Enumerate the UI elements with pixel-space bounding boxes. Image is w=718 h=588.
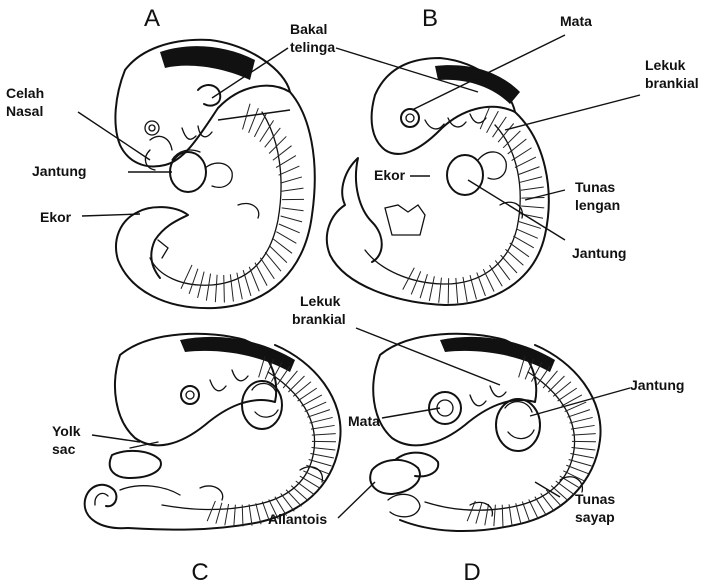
somite-tick bbox=[207, 501, 215, 521]
somite-tick bbox=[273, 239, 292, 253]
panel-letter-c: C bbox=[191, 559, 208, 586]
somite-tick bbox=[230, 274, 233, 301]
somite-tick bbox=[456, 278, 458, 303]
somite-tick bbox=[420, 274, 427, 298]
somite-tick bbox=[513, 236, 533, 248]
somite-tick bbox=[487, 111, 499, 133]
somite-tick bbox=[249, 504, 252, 525]
somite-tick bbox=[206, 274, 210, 301]
label-jantung-a: Jantung bbox=[32, 163, 86, 179]
somite-tick bbox=[310, 454, 333, 459]
somite-tick bbox=[282, 208, 304, 211]
somite-tick bbox=[520, 177, 543, 183]
somite-tick bbox=[181, 265, 192, 289]
somite-tick bbox=[490, 265, 503, 286]
somite-tick bbox=[225, 504, 229, 525]
label-ekor-b: Ekor bbox=[374, 167, 406, 183]
somite-tick bbox=[494, 505, 496, 527]
somite-tick bbox=[439, 278, 442, 303]
somite-tick bbox=[216, 503, 222, 524]
somite-tick bbox=[276, 232, 296, 244]
somite-tick bbox=[403, 268, 415, 290]
somite-tick bbox=[518, 167, 540, 175]
label-lekuk-brankial-b-line2: brankial bbox=[645, 75, 699, 91]
somite-tick bbox=[485, 504, 489, 525]
somite-tick bbox=[309, 417, 332, 423]
label-tunas-sayap-line1: Tunas bbox=[575, 491, 615, 507]
somite-tick bbox=[305, 402, 327, 411]
somite-tick bbox=[516, 229, 537, 238]
somite-tick bbox=[215, 275, 217, 302]
somite-tick bbox=[429, 276, 434, 301]
somite-tick bbox=[476, 503, 482, 524]
somite-tick bbox=[254, 114, 266, 137]
somite-tick bbox=[255, 263, 267, 286]
somite-tick bbox=[569, 417, 592, 423]
somite-tick bbox=[521, 187, 544, 190]
somite-tick bbox=[512, 148, 532, 161]
somite-tick bbox=[566, 465, 588, 473]
embryo-b bbox=[327, 58, 549, 305]
somite-tick bbox=[521, 206, 544, 208]
somite-tick bbox=[256, 503, 261, 524]
somite-tick bbox=[282, 188, 304, 191]
label-lekuk-brankial-c-line1: Lekuk bbox=[300, 293, 341, 309]
somite-tick bbox=[569, 459, 592, 465]
somite-tick bbox=[280, 177, 301, 183]
somite-tick bbox=[242, 505, 243, 527]
somite-tick bbox=[311, 425, 335, 429]
label-tunas-lengan-line2: lengan bbox=[575, 197, 620, 213]
somite-tick bbox=[249, 108, 259, 133]
somite-tick bbox=[281, 216, 302, 222]
somite-tick bbox=[224, 275, 225, 302]
label-celah-nasal-line2: Nasal bbox=[6, 103, 43, 119]
label-yolk-sac-line1: Yolk bbox=[52, 423, 81, 439]
labels: A B C D Celah Nasal Bakal telinga Jantun… bbox=[6, 5, 699, 586]
panel-letter-d: D bbox=[463, 559, 480, 586]
somite-tick bbox=[567, 410, 589, 418]
label-tunas-lengan-line1: Tunas bbox=[575, 179, 615, 195]
label-mata-b: Mata bbox=[560, 13, 592, 29]
somite-tick bbox=[572, 434, 596, 436]
somite-tick bbox=[529, 499, 539, 519]
label-jantung-b: Jantung bbox=[572, 245, 626, 261]
embryo-a bbox=[115, 40, 314, 308]
somite-tick bbox=[309, 459, 332, 465]
label-lekuk-brankial-b-line1: Lekuk bbox=[645, 57, 686, 73]
somite-tick bbox=[522, 502, 529, 523]
label-bakal-telinga-line2: telinga bbox=[290, 39, 335, 55]
panel-letter-a: A bbox=[144, 5, 160, 32]
embryo-d bbox=[370, 334, 600, 531]
label-jantung-d: Jantung bbox=[630, 377, 684, 393]
somite-tick bbox=[571, 425, 595, 429]
label-celah-nasal-line1: Celah bbox=[6, 85, 44, 101]
somite-tick bbox=[307, 410, 329, 418]
somite-tick bbox=[570, 454, 593, 459]
panel-letter-b: B bbox=[422, 5, 438, 32]
somite-tick bbox=[279, 166, 300, 175]
somite-tick bbox=[515, 157, 536, 168]
embryo-c bbox=[85, 334, 341, 530]
somite-tick bbox=[572, 447, 596, 449]
somite-tick bbox=[411, 271, 420, 294]
label-mata-d: Mata bbox=[348, 413, 380, 429]
somite-tick bbox=[189, 269, 198, 294]
somite-tick bbox=[279, 224, 300, 233]
somite-tick bbox=[312, 447, 336, 449]
somite-tick bbox=[249, 267, 259, 292]
somite-tick bbox=[480, 106, 490, 129]
label-tunas-sayap-line2: sayap bbox=[575, 509, 615, 525]
label-lekuk-brankial-c-line2: brankial bbox=[292, 311, 346, 327]
somite-tick bbox=[312, 434, 336, 436]
somite-tick bbox=[463, 277, 467, 302]
label-yolk-sac-line2: sac bbox=[52, 441, 76, 457]
label-allantois: Allantois bbox=[268, 511, 327, 527]
label-bakal-telinga-line1: Bakal bbox=[290, 21, 327, 37]
somite-tick bbox=[516, 503, 521, 524]
somite-tick bbox=[483, 269, 494, 291]
label-ekor-a: Ekor bbox=[40, 209, 72, 225]
somite-tick bbox=[510, 243, 529, 257]
somite-tick bbox=[273, 146, 292, 161]
